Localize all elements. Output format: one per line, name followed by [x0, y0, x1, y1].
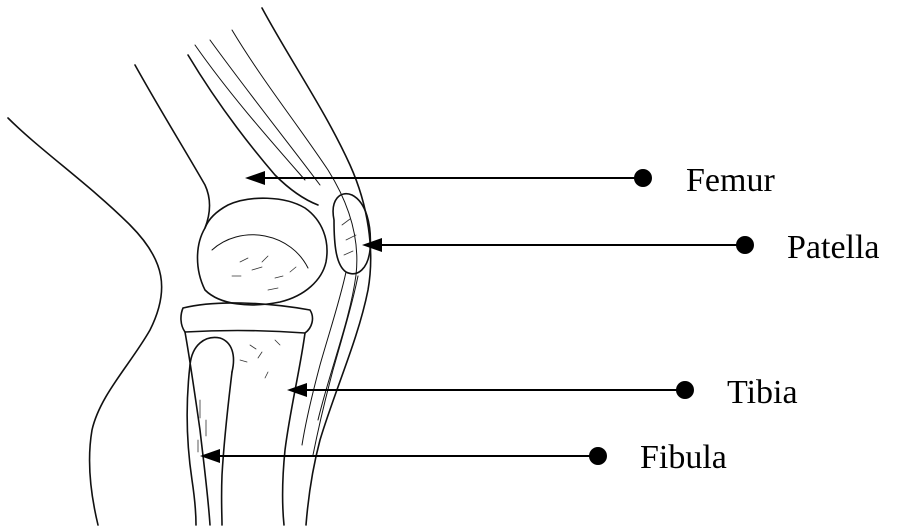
tibia-shaft-anterior	[283, 333, 305, 525]
label-tibia: Tibia	[727, 374, 798, 411]
label-fibula: Fibula	[640, 439, 727, 476]
tibia-plateau	[181, 303, 313, 333]
dot-tibia	[676, 381, 694, 399]
femur-shaft-posterior	[135, 65, 210, 228]
fibula-head	[190, 337, 234, 372]
dot-femur	[634, 169, 652, 187]
anterior-leg-outline	[262, 8, 371, 525]
leader-femur	[245, 169, 652, 187]
arrowhead-femur	[245, 171, 265, 185]
fibula-shaft-anterior	[222, 372, 232, 525]
femur-shaft-anterior	[188, 55, 318, 205]
dot-fibula	[589, 447, 607, 465]
label-patella: Patella	[787, 229, 880, 266]
arrowhead-tibia	[287, 383, 307, 397]
patellar-ligament	[302, 272, 346, 445]
leader-tibia	[287, 381, 694, 399]
tibia-texture	[240, 340, 280, 378]
posterior-leg-outline	[8, 118, 162, 525]
leader-patella	[362, 236, 754, 254]
anterior-skin-line-2	[232, 30, 357, 420]
femur-condyle-inner	[212, 235, 308, 268]
leader-fibula	[200, 447, 607, 465]
femur-condyle-texture	[232, 256, 296, 290]
arrowhead-patella	[362, 238, 382, 252]
tendon-line-1	[195, 45, 305, 180]
femur-condyle-outline	[198, 198, 328, 305]
knee-illustration	[8, 8, 371, 525]
dot-patella	[736, 236, 754, 254]
patella-texture	[342, 219, 356, 255]
label-femur: Femur	[686, 162, 775, 199]
